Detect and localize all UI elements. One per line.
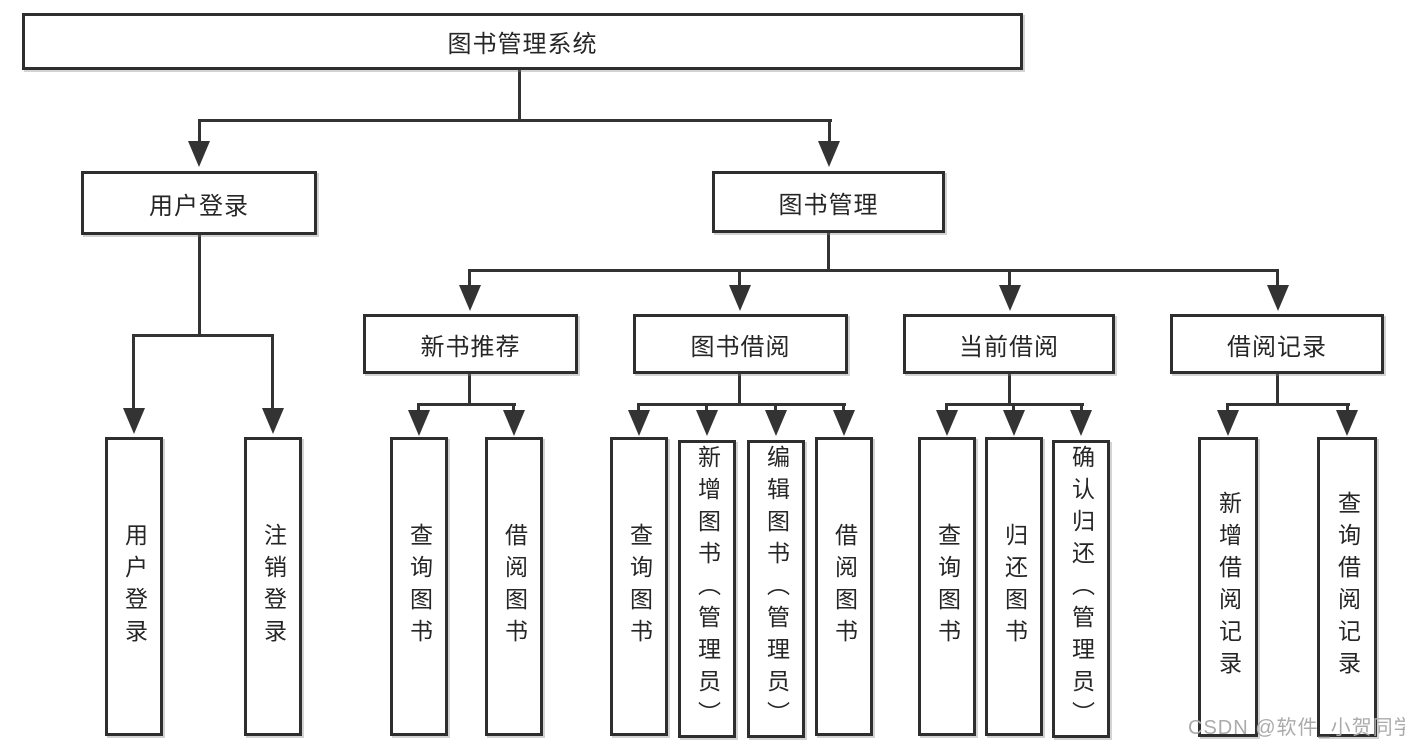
connector-borrowing-rail (637, 403, 846, 406)
arrowhead-current (999, 285, 1021, 311)
csdn-watermark: CSDN @软件_小贺同学 (1188, 717, 1405, 739)
connector-leaf-drop (512, 403, 515, 412)
leaf-return-books: 归还图书 (985, 437, 1043, 736)
arrowhead-new-rec (459, 285, 481, 311)
arrowhead-leaf-query-record (1336, 410, 1358, 436)
arrowhead-records (1267, 285, 1289, 311)
arrowhead-leaf-query-books-bor (628, 410, 650, 436)
connector-leaf-drop (1080, 403, 1083, 412)
connector-leaf-drop (1346, 403, 1349, 412)
leaf-user-login: 用户登录 (105, 437, 163, 736)
connector-leaf-logout-drop (271, 334, 274, 410)
arrowhead-user-login (188, 141, 210, 167)
connector-borrowing-drop (738, 269, 741, 287)
connector-leaf-drop (774, 403, 777, 412)
connector-level3-rail (468, 269, 1279, 272)
leaf-borrow-books-borrowing: 借阅图书 (815, 437, 873, 736)
leaf-logout: 注销登录 (244, 437, 302, 736)
connector-new-rec-drop (468, 269, 471, 287)
connector-leaf-user-login-drop (132, 334, 135, 410)
node-borrowing-records: 借阅记录 (1170, 314, 1384, 374)
connector-leaf-drop (1226, 403, 1229, 412)
leaf-borrow-books-recommendation: 借阅图书 (485, 437, 543, 736)
connector-level2-rail (198, 119, 832, 122)
connector-user-login-drop (198, 119, 201, 143)
connector-root-stub (518, 70, 521, 121)
node-book-borrowing: 图书借阅 (633, 314, 848, 374)
node-root-system: 图书管理系统 (22, 13, 1023, 70)
arrowhead-leaf-logout (262, 408, 284, 434)
leaf-query-borrow-record: 查询借阅记录 (1317, 437, 1377, 737)
arrowhead-borrowing (729, 285, 751, 311)
leaf-add-borrow-record: 新增借阅记录 (1198, 437, 1258, 737)
leaf-query-books-recommendation: 查询图书 (390, 437, 448, 736)
node-current-borrowing: 当前借阅 (903, 314, 1115, 374)
connector-records-rail (1226, 403, 1350, 406)
connector-leaf-drop (842, 403, 845, 412)
connector-user-login-rail (132, 334, 274, 337)
connector-leaf-drop (945, 403, 948, 412)
node-book-management: 图书管理 (712, 171, 945, 233)
arrowhead-leaf-return-books (1003, 410, 1025, 436)
arrowhead-leaf-user-login (123, 408, 145, 434)
arrowhead-book-management (818, 141, 840, 167)
node-new-book-recommendation: 新书推荐 (363, 314, 578, 374)
leaf-add-books-admin: 新增图书（管理员） (678, 440, 736, 738)
leaf-edit-books-admin: 编辑图书（管理员） (747, 440, 805, 738)
leaf-confirm-return-admin: 确认归还（管理员） (1052, 440, 1110, 738)
connector-new-rec-rail (417, 403, 516, 406)
connector-leaf-drop (417, 403, 420, 412)
arrowhead-leaf-borrow-books-bor (833, 410, 855, 436)
arrowhead-leaf-borrow-books-rec (503, 410, 525, 436)
arrowhead-leaf-edit-books (765, 410, 787, 436)
connector-book-management-drop (828, 119, 831, 143)
connector-borrowing-stub (738, 372, 741, 406)
arrowhead-leaf-add-books (696, 410, 718, 436)
arrowhead-leaf-query-books-cur (936, 410, 958, 436)
leaf-query-books-borrowing: 查询图书 (610, 437, 668, 736)
connector-book-management-stub (827, 233, 830, 272)
connector-leaf-drop (637, 403, 640, 412)
connector-new-rec-stub (468, 372, 471, 406)
connector-user-login-stub (198, 235, 201, 336)
arrowhead-leaf-confirm-return (1070, 410, 1092, 436)
arrowhead-leaf-add-record (1217, 410, 1239, 436)
leaf-query-books-current: 查询图书 (918, 437, 976, 736)
node-user-login: 用户登录 (81, 171, 317, 235)
connector-leaf-drop (1012, 403, 1015, 412)
connector-records-drop (1276, 269, 1279, 287)
connector-records-stub (1276, 372, 1279, 406)
connector-current-drop (1008, 269, 1011, 287)
arrowhead-leaf-query-books-rec (408, 410, 430, 436)
connector-current-stub (1008, 372, 1011, 406)
connector-leaf-drop (705, 403, 708, 412)
